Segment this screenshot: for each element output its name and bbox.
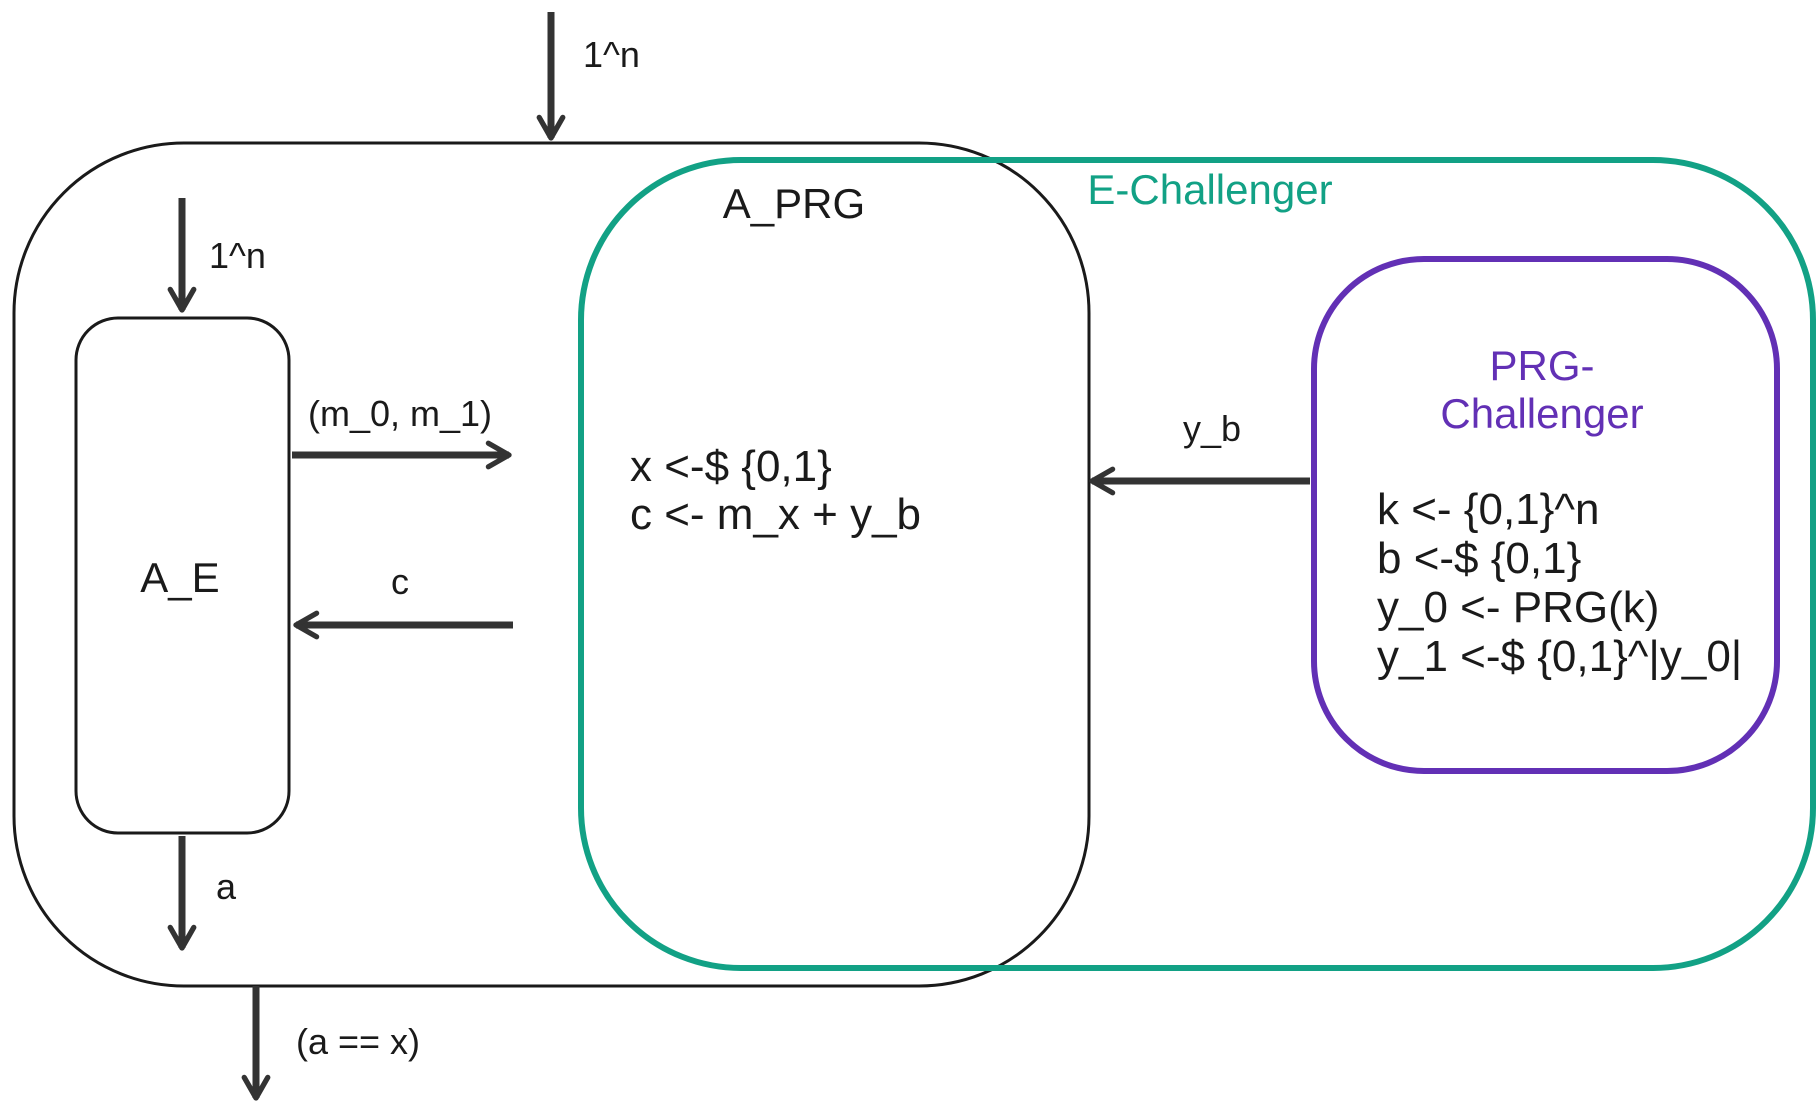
prg-challenger-line: k <- {0,1}^n (1377, 485, 1599, 534)
e-challenger-box (578, 157, 1816, 971)
ae-input-label: 1^n (209, 235, 266, 276)
adversary-e-box (74, 316, 291, 835)
outer-output-label: (a == x) (296, 1021, 420, 1062)
outer-input-label: 1^n (583, 34, 640, 75)
e-challenger-title: E-Challenger (1087, 166, 1332, 213)
adversary-e-title: A_E (140, 554, 219, 601)
challenger-output-label: y_b (1183, 408, 1241, 449)
ae-output-label: a (216, 866, 237, 907)
prg-challenger-title: Challenger (1440, 390, 1643, 437)
adversary-prg-line: c <- m_x + y_b (630, 490, 921, 539)
prg-challenger-line: y_0 <- PRG(k) (1377, 583, 1659, 632)
prg-challenger-line: b <-$ {0,1} (1377, 534, 1581, 583)
message-pair-label: (m_0, m_1) (308, 393, 492, 434)
prg-challenger-line: y_1 <-$ {0,1}^|y_0| (1377, 632, 1742, 681)
prg-challenger-box (1311, 256, 1780, 774)
outer-adversary-box (12, 141, 1091, 988)
adversary-prg-line: x <-$ {0,1} (630, 442, 832, 491)
adversary-prg-title: A_PRG (723, 180, 865, 227)
prg-challenger-title: PRG- (1490, 342, 1595, 389)
ciphertext-label: c (391, 561, 409, 602)
